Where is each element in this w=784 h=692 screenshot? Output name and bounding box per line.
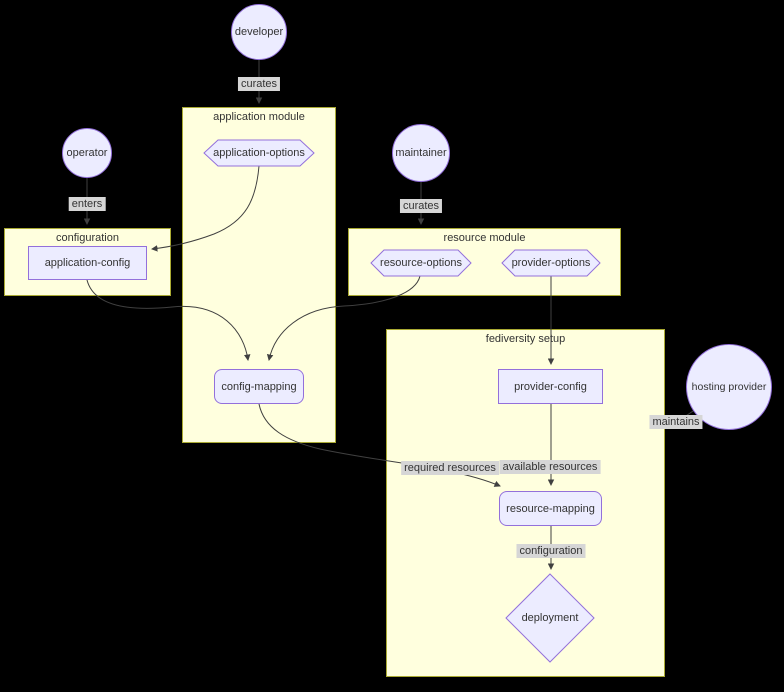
cluster-fediversity-setup-label: fediversity setup	[485, 333, 566, 345]
edge-label-curates-developer: curates	[237, 77, 281, 91]
node-deployment-label: deployment	[521, 612, 579, 624]
node-application-options-label: application-options	[213, 147, 305, 159]
node-provider-config: provider-config	[498, 369, 603, 404]
edge-label-available-resources: available resources	[499, 460, 601, 474]
edge-application-config-config-mapping	[86, 279, 251, 361]
node-deployment-diamond	[505, 573, 595, 663]
node-config-mapping: config-mapping	[214, 369, 304, 404]
node-maintainer-label: maintainer	[395, 147, 447, 159]
node-hosting-provider-label: hosting provider	[691, 381, 767, 393]
node-provider-options-label: provider-options	[511, 257, 591, 269]
edge-label-maintains: maintains	[649, 415, 703, 429]
edge-label-enters: enters	[68, 197, 106, 211]
node-application-config: application-config	[28, 246, 147, 280]
node-maintainer: maintainer	[392, 124, 450, 182]
node-provider-config-label: provider-config	[514, 380, 587, 393]
node-provider-options-hexagon	[501, 249, 601, 277]
edge-label-required-resources: required resources	[401, 461, 499, 475]
node-resource-options-hexagon	[370, 249, 472, 277]
node-resource-mapping: resource-mapping	[499, 491, 602, 526]
node-resource-options-label: resource-options	[380, 257, 462, 269]
cluster-resource-module-label: resource module	[443, 232, 526, 244]
edge-label-configuration: configuration	[516, 544, 586, 558]
node-config-mapping-label: config-mapping	[221, 380, 297, 393]
edge-resource-options-config-mapping	[266, 275, 421, 361]
cluster-application-module-label: application module	[213, 111, 305, 123]
node-operator: operator	[62, 128, 112, 178]
edge-application-options-application-config	[151, 165, 260, 252]
edge-label-curates-maintainer: curates	[399, 199, 443, 213]
node-application-options-hexagon	[203, 139, 315, 167]
cluster-configuration-label: configuration	[56, 232, 119, 244]
node-resource-mapping-label: resource-mapping	[506, 502, 595, 515]
node-developer-label: developer	[234, 26, 284, 38]
node-application-config-label: application-config	[44, 257, 131, 269]
node-developer: developer	[231, 4, 287, 60]
node-operator-label: operator	[66, 147, 108, 159]
